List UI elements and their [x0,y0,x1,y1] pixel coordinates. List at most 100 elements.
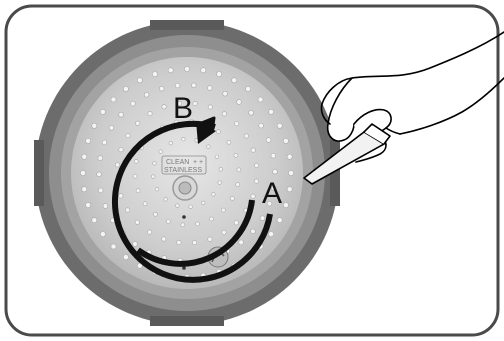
plate-dot [235,182,240,187]
rim-notch [150,20,224,30]
plate-dot [200,67,207,74]
label-b: B [173,92,193,125]
plate-dot [191,82,197,89]
plate-dot [102,203,109,209]
plate-dot [155,187,160,192]
plate-dot [195,221,200,227]
plate-dot [236,99,242,105]
plate-dot [276,217,283,224]
plate-dot [270,152,276,159]
plate-dot [250,193,256,199]
plate-dot [282,202,289,208]
plate-dot [166,219,171,224]
plate-dot [207,104,213,110]
plate-dot [272,169,278,175]
plate-dot [134,219,140,225]
plate-dot [176,100,182,106]
plate-dot [188,204,193,209]
plate-dot [85,202,91,208]
plate-dot [254,162,260,168]
plate-dot [222,90,228,97]
embossed-line1-suffix: + + [193,159,203,166]
plate-dot [136,77,143,84]
plate-dot [123,86,129,92]
plate-dot [192,101,198,107]
hand-with-spatula-icon [303,31,504,185]
plate-dot [192,240,198,246]
plate-dot [245,86,251,92]
plate-dot [125,207,131,213]
arrow-head-b [196,121,216,144]
plate-dot [266,200,273,207]
plate-dot [81,153,88,160]
plate-dot [130,100,136,107]
plate-dot [118,193,124,199]
plate-dot [243,133,249,139]
plate-dot [142,201,148,206]
plate-dot [147,229,153,235]
plate-dot [286,153,293,160]
plate-dot [101,139,108,146]
plate-dot [217,180,222,185]
plate-dot [176,240,182,246]
plate-dot [248,110,254,116]
plate-dot [118,111,124,118]
plate-dot [254,178,260,184]
plate-dot [206,144,211,149]
rim-notch [150,316,224,326]
plate-dot [132,173,138,179]
cooker-lid-icon: CLEAN + + STAINLESS [34,20,340,326]
plate-dot [231,77,238,84]
plate-dot [81,186,88,193]
plate-dot [97,155,104,161]
plate-dot [175,203,180,208]
plate-dot [207,85,213,91]
plate-dot [143,92,150,98]
rotate-arrow-lower [136,199,255,267]
plate-dot [234,121,240,127]
plate-dot [115,162,121,168]
plate-dot [123,254,129,260]
plate-dot [110,243,117,250]
plate-dot [250,147,256,153]
plate-dot [233,153,239,158]
plate-dot [271,185,277,191]
embossed-line1: CLEAN [166,159,189,166]
rotate-arrow-icon [111,116,273,283]
center-valve-inner [178,181,192,195]
plate-dot [181,137,186,142]
plate-dot [163,197,168,202]
plate-dot [100,109,106,115]
plate-dot [221,111,227,117]
plate-dot [184,66,190,72]
plate-dot [265,137,272,143]
embossed-logo: CLEAN + + STAINLESS [161,155,207,175]
plate-dot [218,167,223,172]
plate-dot [211,192,216,197]
plate-dot [288,170,294,176]
plate-dot [136,262,143,269]
plate-dot [110,96,117,103]
plate-dot [97,187,104,194]
plate-dot [147,111,153,117]
plate-dot [207,236,213,242]
plate-dot [216,71,222,77]
plate-dot [159,85,165,92]
plate-dot [134,159,139,164]
plate-dot [276,122,283,129]
plate-dot [161,236,167,242]
plate-dot [238,239,244,246]
plate-dot [209,216,214,222]
plate-dot [135,120,141,126]
plate-dot [221,207,226,213]
plate-dot [236,167,242,173]
plate-dot [153,212,158,217]
small-hole [182,215,186,219]
rim-notch [34,140,44,206]
rim-notch [330,140,340,206]
plate-dot [282,137,289,144]
plate-dot [221,229,227,235]
plate-dot [161,104,167,110]
